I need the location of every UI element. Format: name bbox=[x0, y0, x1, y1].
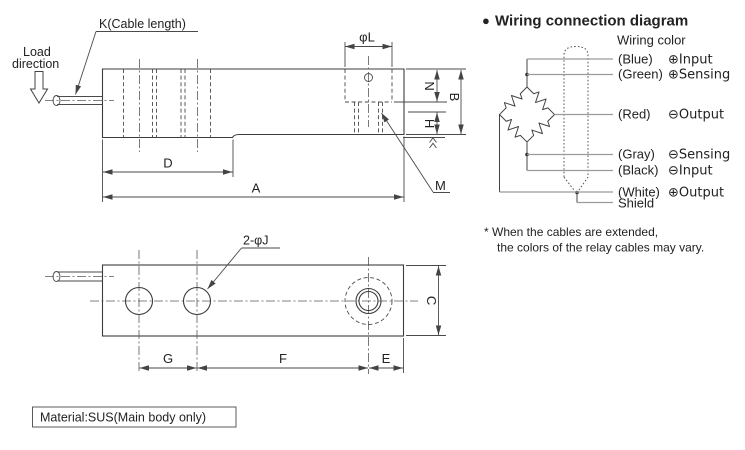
m-callout: M bbox=[381, 112, 450, 193]
leader-arrow bbox=[75, 31, 97, 95]
wiring-diagram: ● Wiring connection diagram Wiring color bbox=[482, 13, 730, 255]
wheatstone-bridge bbox=[499, 59, 579, 203]
dim-label-d: D bbox=[163, 156, 172, 171]
mounting-hole-2 bbox=[182, 286, 212, 316]
load-direction: Load direction bbox=[12, 45, 59, 104]
wire-color-label: (White) bbox=[618, 185, 660, 200]
resistor-icon bbox=[499, 86, 528, 115]
wire-signal-label: ⊖Input bbox=[668, 164, 713, 179]
wire-signal-label: ⊕Input bbox=[668, 53, 713, 68]
resistor-icon bbox=[526, 86, 555, 115]
material-note: Material:SUS(Main body only) bbox=[32, 406, 237, 428]
dim-label-f: F bbox=[279, 351, 287, 366]
wire-color-label: (Gray) bbox=[618, 147, 655, 162]
wire-color-label: (Green) bbox=[618, 67, 663, 82]
resistor-icon bbox=[499, 114, 528, 143]
wire-lines bbox=[499, 58, 613, 204]
cable-length-label: K(Cable length) bbox=[99, 17, 186, 31]
dim-g-f-e: G F E bbox=[139, 338, 404, 373]
wire-signal-label: ⊕Sensing bbox=[668, 68, 730, 83]
cable-top bbox=[45, 271, 114, 282]
shield-label: Shield bbox=[618, 196, 654, 211]
dim-label-g: G bbox=[163, 351, 173, 366]
load-cell-body-side bbox=[101, 68, 405, 139]
wire-labels: (Blue) ⊕Input (Green) ⊕Sensing (Red) ⊖Ou… bbox=[618, 52, 730, 211]
holes-label: 2-φJ bbox=[243, 234, 268, 248]
resistor-icon bbox=[526, 114, 555, 143]
dim-phi-l: φL bbox=[344, 30, 393, 67]
leader-arrow bbox=[207, 247, 242, 290]
dim-right-stack: N H B bbox=[394, 68, 466, 149]
threaded-hole bbox=[344, 56, 393, 135]
wiring-title: Wiring connection diagram bbox=[495, 13, 688, 30]
dim-label-phi-l: φL bbox=[359, 30, 375, 45]
dim-label-c: C bbox=[424, 296, 439, 305]
hidden-hole-lines bbox=[123, 59, 211, 152]
side-view: K(Cable length) Load direction φL bbox=[12, 17, 466, 202]
material-note-text: Material:SUS(Main body only) bbox=[40, 411, 206, 425]
dim-c: C bbox=[406, 265, 446, 336]
dim-d-a: D A bbox=[102, 136, 405, 202]
holes-callout: 2-φJ bbox=[207, 234, 280, 290]
dim-label-n: N bbox=[422, 81, 437, 90]
down-arrow-icon bbox=[29, 71, 49, 104]
dim-label-e: E bbox=[382, 351, 391, 366]
mounting-hole-1 bbox=[124, 286, 154, 316]
gap-arrow-icon bbox=[429, 142, 437, 149]
footnote-line-1: * When the cables are extended, bbox=[484, 225, 658, 239]
top-view: 2-φJ C G F E bbox=[45, 234, 446, 374]
cable-sheath bbox=[563, 45, 589, 192]
load-direction-label-2: direction bbox=[12, 57, 59, 71]
wire-color-label: (Blue) bbox=[618, 52, 653, 67]
load-cell-body-top bbox=[101, 264, 405, 337]
dim-label-a: A bbox=[252, 181, 261, 196]
dim-label-b: B bbox=[447, 93, 462, 102]
load-direction-label-1: Load bbox=[23, 45, 51, 59]
wire-signal-label: ⊖Output bbox=[668, 108, 724, 123]
gap-arrow-icon bbox=[429, 137, 437, 143]
bullet-icon: ● bbox=[482, 13, 490, 28]
wiring-footnote: * When the cables are extended, the colo… bbox=[484, 225, 704, 255]
leader-arrow bbox=[381, 112, 434, 193]
wiring-color-label: Wiring color bbox=[617, 33, 686, 48]
dim-label-h: H bbox=[422, 119, 437, 128]
wire-signal-label: ⊖Sensing bbox=[668, 148, 730, 163]
load-hole bbox=[344, 277, 393, 325]
footnote-line-2: the colors of the relay cables may vary. bbox=[497, 241, 704, 255]
cable-length-callout: K(Cable length) bbox=[75, 17, 198, 95]
cable-side bbox=[45, 95, 114, 106]
dim-label-m: M bbox=[435, 178, 446, 193]
wire-color-label: (Black) bbox=[618, 163, 658, 178]
wire-signal-label: ⊕Output bbox=[668, 186, 724, 201]
wire-color-label: (Red) bbox=[618, 107, 651, 122]
material-note-box bbox=[32, 406, 237, 428]
